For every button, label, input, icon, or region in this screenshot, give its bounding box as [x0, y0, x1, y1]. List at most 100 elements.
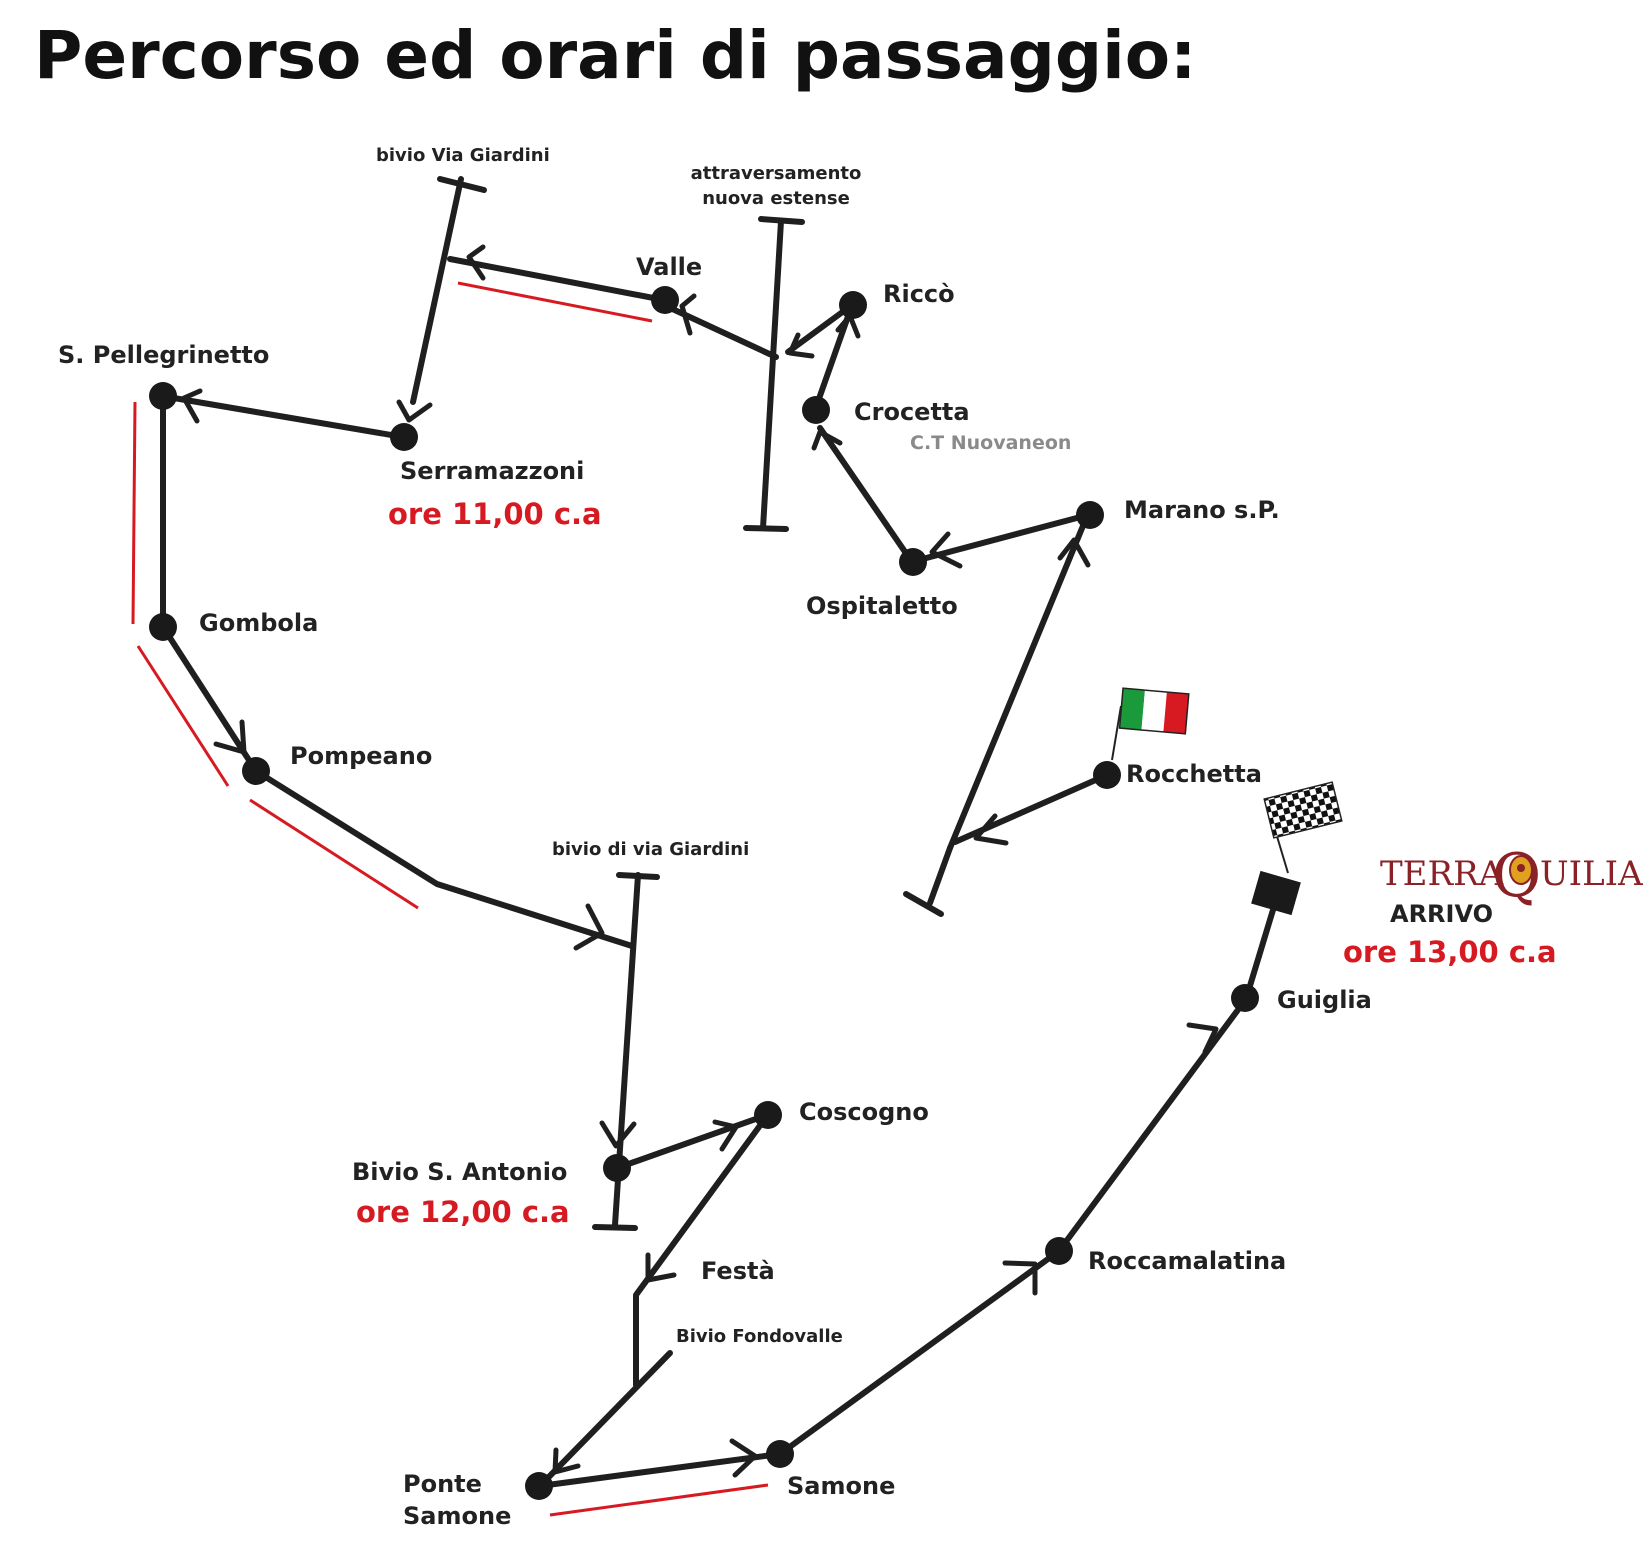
node-valle: [651, 286, 679, 314]
segment-ponte-samone: [537, 1451, 783, 1489]
node-ospitaletto: [899, 548, 927, 576]
node-ricco: [839, 291, 867, 319]
node-ponte-samone: [525, 1472, 553, 1500]
segment-roccamalatina-guiglia: [1056, 996, 1249, 1254]
node-guiglia: [1231, 984, 1259, 1012]
label-coscogno: Coscogno: [799, 1098, 929, 1126]
node-pompeano: [242, 757, 270, 785]
label-ricco: Riccò: [883, 280, 955, 308]
segment-marano-ospitaletto: [912, 512, 1091, 564]
node-coscogno: [754, 1101, 782, 1129]
arrow-chevron: [552, 1447, 581, 1475]
label-roccamalatina: Roccamalatina: [1088, 1247, 1286, 1275]
label-bivio-di-via-giardini: bivio di via Giardini: [552, 839, 749, 860]
node-s-pellegrinetto: [149, 382, 177, 410]
arrow-chevron: [679, 293, 697, 336]
arrow-chevron: [973, 813, 1009, 846]
label-marano: Marano s.P.: [1124, 496, 1280, 524]
time-bivio-s-antonio: ore 12,00 c.a: [356, 1195, 570, 1229]
label-attraversamento: attraversamento: [691, 163, 862, 184]
arrow-chevron: [1002, 1260, 1038, 1296]
label-samone: Samone: [787, 1472, 895, 1500]
arrow-chevron: [811, 429, 843, 451]
stops: [149, 286, 1301, 1500]
crest-icon: [1509, 855, 1533, 885]
node-samone: [766, 1440, 794, 1468]
node-rocchetta: [1093, 761, 1121, 789]
route-lines: [159, 176, 1279, 1489]
segment-guiglia-arrivo: [1243, 897, 1279, 1002]
label-guiglia: Guiglia: [1277, 986, 1372, 1014]
node-bivio-s-antonio: [603, 1154, 631, 1182]
label-ponte-samone: Samone: [403, 1502, 511, 1530]
label-gombola: Gombola: [199, 609, 318, 637]
label-valle: Valle: [636, 253, 702, 281]
segment-pompeano-bivio: [253, 768, 635, 949]
label-serramazzoni: Serramazzoni: [400, 457, 584, 485]
time-serramazzoni: ore 11,00 c.a: [388, 497, 602, 531]
segment-santonio-coscogno: [614, 1112, 770, 1171]
arrow-chevron: [645, 1252, 677, 1283]
highlight-serramazzoni-valle: [457, 281, 653, 323]
time-arrivo: ore 13,00 c.a: [1343, 935, 1557, 969]
highlight-gombola-pompeano: [136, 645, 230, 787]
highlight-pellegrinetto-gombola: [131, 401, 137, 625]
page-title: Percorso ed orari di passaggio:: [34, 17, 1196, 94]
label-festa: Festà: [701, 1257, 775, 1285]
node-arrivo: [1251, 870, 1301, 916]
attraversamento-cap-bottom: [743, 525, 789, 532]
arrow-chevron: [712, 1119, 739, 1152]
bivio-di-via-giardini-cap-bottom: [592, 1224, 638, 1231]
arrow-chevron: [213, 719, 247, 755]
label-bivio-via-giardini: bivio Via Giardini: [376, 145, 550, 166]
arrow-chevron: [599, 1120, 637, 1149]
segment-serramazzoni-pellegrinetto: [159, 393, 406, 440]
arrow-chevron: [396, 399, 433, 423]
highlight-segments: [131, 281, 769, 1517]
arrow-chevron: [1186, 1022, 1219, 1055]
segment-fondovalle-ponte: [537, 1350, 673, 1489]
arrow-chevron: [729, 1438, 758, 1478]
arrow-chevron: [929, 531, 963, 569]
label-rocchetta: Rocchetta: [1126, 760, 1262, 788]
highlight-pompeano: [249, 798, 419, 910]
checkered-flag-icon: [1263, 781, 1343, 874]
arrow-chevron: [787, 332, 815, 359]
label-s-pellegrinetto: S. Pellegrinetto: [58, 341, 269, 369]
node-marano: [1076, 501, 1104, 529]
logo-text-terra: TERRA: [1380, 854, 1504, 894]
attraversamento-cap-top: [758, 216, 805, 225]
highlight-ponte-samone: [549, 1483, 769, 1517]
label-ponte: Ponte: [403, 1470, 482, 1498]
segment-ospitaletto-crocetta: [817, 425, 915, 565]
label-nuova-estense: nuova estense: [702, 188, 850, 209]
bivio-marano-cap: [903, 891, 944, 917]
label-bivio-s-antonio: Bivio S. Antonio: [352, 1158, 567, 1186]
node-gombola: [149, 613, 177, 641]
label-arrivo: ARRIVO: [1390, 900, 1493, 928]
segment-coscogno-festa: [633, 1113, 770, 1388]
arrow-chevron: [181, 388, 203, 424]
label-pompeano: Pompeano: [290, 742, 432, 770]
segment-gombola-pompeano: [160, 624, 259, 774]
arrow-chevron: [466, 244, 486, 281]
node-crocetta: [802, 396, 830, 424]
logo-text-uilia: UILIA: [1540, 854, 1643, 894]
label-ct-nuovaneon: C.T Nuovaneon: [910, 432, 1071, 454]
label-bivio-fondovalle: Bivio Fondovalle: [676, 1326, 843, 1347]
node-roccamalatina: [1045, 1237, 1073, 1265]
segment-ricco-attraversamento: [785, 302, 855, 355]
label-ospitaletto: Ospitaletto: [806, 592, 958, 620]
terraquilia-logo: TERRA Q UILIA: [1380, 841, 1643, 911]
segment-bivio-marano: [947, 518, 1088, 851]
segment-valle-bivio: [447, 256, 667, 303]
segment-samone-roccamalatina: [777, 1248, 1062, 1457]
bivio-via-giardini-cap: [437, 176, 487, 193]
bivio-di-via-giardini-cap-top: [616, 872, 660, 880]
node-serramazzoni: [390, 423, 418, 451]
segment-bivio-via-giardini: [410, 176, 464, 405]
italian-flag-icon: [1111, 687, 1190, 761]
arrow-chevron: [1057, 537, 1091, 568]
label-crocetta: Crocetta: [854, 398, 970, 426]
